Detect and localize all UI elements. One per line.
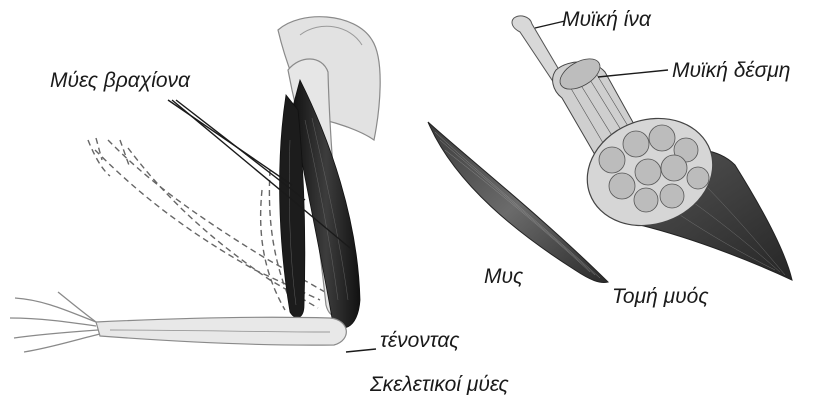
muscle-label: Μυς <box>484 266 523 287</box>
arm-illustration <box>10 17 380 352</box>
arm-muscles-label: Μύες βραχίονα <box>50 70 190 91</box>
tendon-leader <box>346 349 376 352</box>
muscle-fiber-label: Μυϊκή ίνα <box>562 9 651 30</box>
hand-bones <box>10 292 100 352</box>
skeletal-muscles-caption: Σκελετικοί μύες <box>370 374 509 395</box>
muscle-section-label: Τομή μυός <box>612 286 709 307</box>
spindle-muscle-illustration <box>428 122 608 283</box>
tendon-label: τένοντας <box>380 330 460 351</box>
muscle-bundle-label: Μυϊκή δέσμη <box>672 60 790 81</box>
